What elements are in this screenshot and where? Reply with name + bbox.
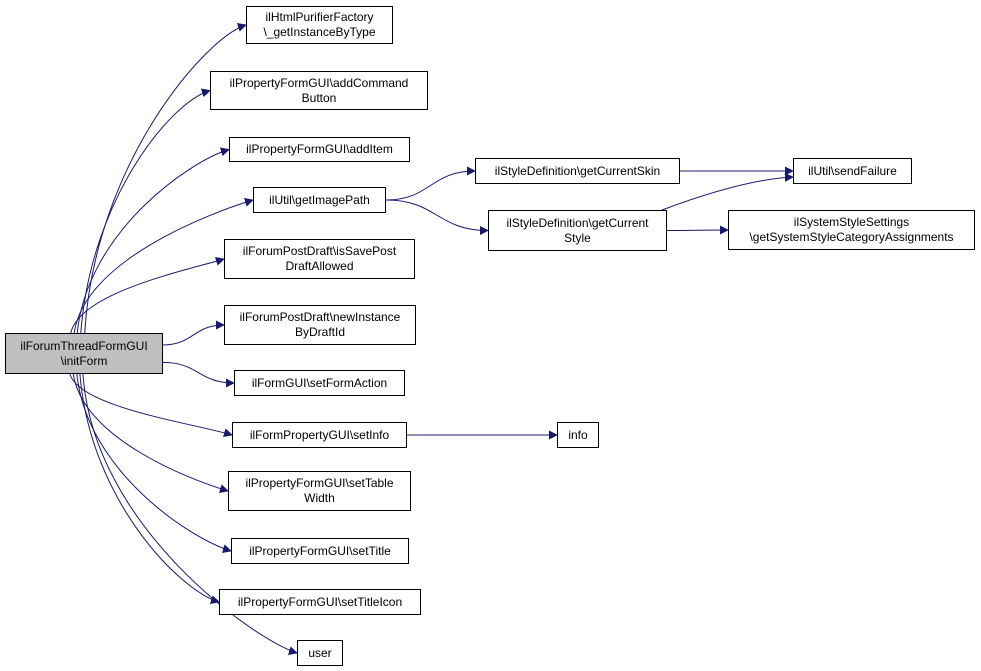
node-label: ilForumPostDraft\newInstance (239, 310, 401, 324)
edge-getcurrentstyle-to-sendfailure (661, 172, 794, 211)
node-label: ilSystemStyleSettings (793, 215, 910, 229)
node-label: ilStyleDefinition\getCurrentSkin (494, 163, 661, 178)
node-root: ilForumThreadFormGUI\initForm (5, 333, 163, 374)
node-label: ilPropertyFormGUI\setTitleIcon (237, 594, 403, 609)
node-getcurrentskin[interactable]: ilStyleDefinition\getCurrentSkin (475, 158, 680, 184)
edge-root-to-getimagepath (73, 198, 254, 334)
node-setinfo[interactable]: ilFormPropertyGUI\setInfo (232, 422, 407, 448)
node-label: Width (304, 491, 335, 505)
node-sendfailure[interactable]: ilUtil\sendFailure (793, 158, 912, 184)
node-label: info (568, 427, 588, 442)
node-settitle[interactable]: ilPropertyFormGUI\setTitle (231, 538, 409, 564)
node-setformaction[interactable]: ilFormGUI\setFormAction (234, 370, 405, 396)
node-label: ilPropertyFormGUI\setTitle (249, 543, 391, 558)
edge-root-to-setinfo (69, 373, 233, 437)
edge-root-to-setformaction (162, 361, 235, 388)
node-label: \initForm (60, 353, 108, 368)
node-user[interactable]: user (297, 640, 343, 666)
edge-root-to-htmlpurifier (84, 23, 247, 334)
node-label: \getSystemStyleCategoryAssignments (749, 230, 954, 244)
node-label: ilPropertyFormGUI\addItem (246, 142, 393, 156)
node-label: ilHtmlPurifierFactory (265, 10, 374, 24)
node-label: Button (301, 90, 337, 105)
edge-getimagepath-to-getcurrentstyle (385, 199, 489, 235)
node-label: ilStyleDefinition\getCurrent (506, 215, 649, 230)
node-getimagepath[interactable]: ilUtil\getImagePath (253, 187, 386, 213)
node-label: Style (564, 230, 591, 245)
edge-root-to-user (82, 373, 298, 655)
edge-root-to-settablewidth (72, 373, 229, 493)
node-label: ilForumPostDraft\isSavePost (242, 244, 397, 258)
node-label: \_getInstanceByType (263, 25, 376, 39)
node-htmlpurifier[interactable]: ilHtmlPurifierFactory\_getInstanceByType (246, 6, 393, 44)
node-label: ilPropertyFormGUI\addCommand (229, 75, 409, 90)
edge-root-to-addcmd (80, 88, 211, 334)
node-label: ilUtil\sendFailure (808, 163, 897, 178)
node-label: user (308, 645, 332, 660)
edge-root-to-issavepost (70, 257, 225, 334)
edge-root-to-settitleicon (79, 373, 220, 604)
edge-root-to-settitle (76, 373, 232, 553)
node-label: ilFormGUI\setFormAction (251, 375, 388, 390)
edge-getimagepath-to-getcurrentskin (385, 166, 476, 201)
node-label: ilFormPropertyGUI\setInfo (249, 427, 390, 442)
node-settitleicon[interactable]: ilPropertyFormGUI\setTitleIcon (219, 589, 421, 615)
edge-getcurrentstyle-to-systemstyle (666, 225, 729, 235)
node-systemstyle[interactable]: ilSystemStyleSettings\getSystemStyleCate… (728, 210, 975, 250)
node-label: ilPropertyFormGUI\setTable (245, 476, 394, 490)
edge-root-to-additem (76, 147, 230, 334)
node-label: DraftAllowed (285, 259, 354, 273)
node-label: ilUtil\getImagePath (269, 192, 370, 207)
node-additem[interactable]: ilPropertyFormGUI\addItem (229, 137, 410, 162)
edge-root-to-newinstance (162, 320, 225, 346)
node-info[interactable]: info (557, 422, 599, 448)
node-label: ByDraftId (294, 325, 345, 339)
node-label: ilForumThreadFormGUI (20, 338, 148, 353)
